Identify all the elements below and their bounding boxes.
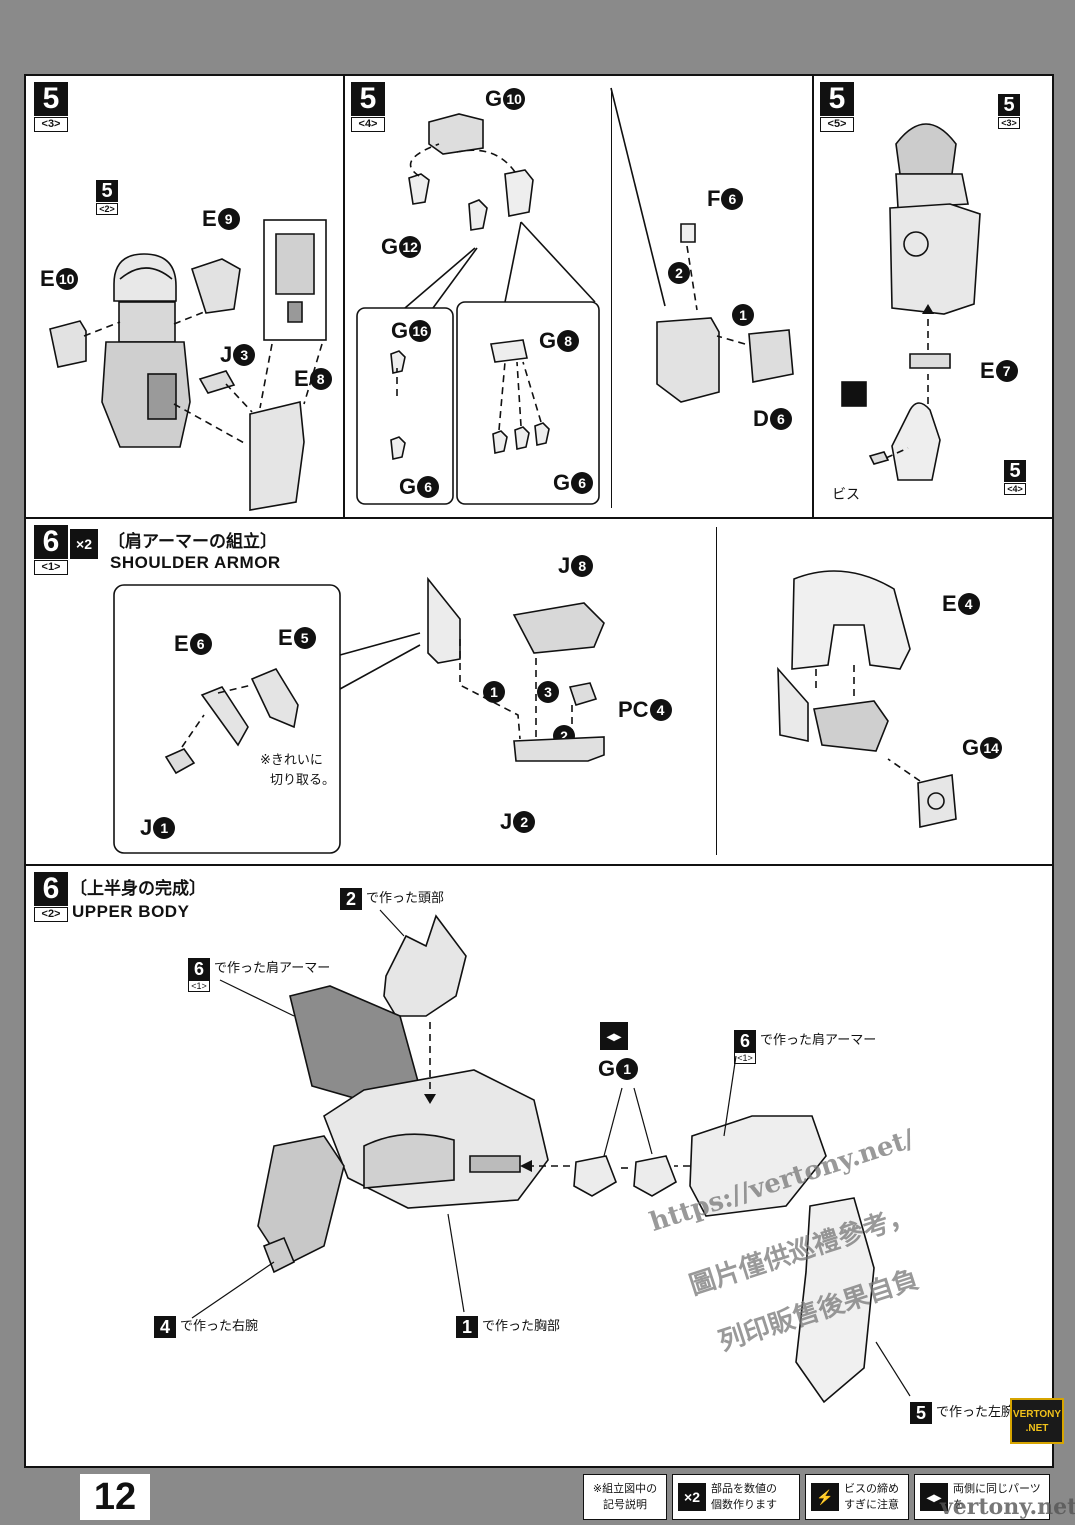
step-badge: 6 <2> — [34, 872, 68, 922]
step-badge: 5 <5> — [820, 82, 854, 132]
ref-step-sub: <2> — [96, 203, 118, 215]
upper-body-drawing — [191, 909, 911, 1404]
ref-shoulder-armor-right: 6<1>で作った肩アーマー — [734, 1030, 876, 1064]
ref-shoulder-armor-left: 6<1>で作った肩アーマー — [188, 958, 330, 992]
step-badge: 6 <1> — [34, 525, 68, 575]
ref-step-badge-bottom: 5 <4> — [1004, 460, 1026, 495]
note-line-2: 切り取る。 — [270, 773, 336, 788]
hand-drawing — [356, 87, 794, 505]
legend-item-multiplier: ×2 部品を数値の個数作ります — [672, 1474, 800, 1520]
step-sub: <3> — [34, 117, 68, 132]
legend-intro: ※組立図中の記号説明 — [583, 1474, 667, 1520]
step-sub: <4> — [351, 117, 385, 132]
multiplier-icon: ×2 — [678, 1483, 706, 1511]
divider-col-6-1 — [716, 527, 717, 855]
section-title-en: SHOULDER ARMOR — [110, 553, 281, 572]
sequence-2: 2 — [667, 260, 690, 286]
torso-drawing — [49, 219, 327, 511]
watermark-corner: vertony.net — [940, 1494, 1075, 1520]
step-sub: <5> — [820, 117, 854, 132]
mirror-icon: ◂▸ — [600, 1022, 628, 1050]
ref-step-number: 5 — [96, 180, 118, 202]
section-title-jp: 〔上半身の完成〕 — [70, 879, 206, 899]
ref-step-sub: <4> — [1004, 483, 1026, 495]
divider-col-inner — [611, 88, 612, 508]
page-border-left — [0, 0, 24, 1525]
step-number: 5 — [34, 82, 68, 116]
sequence-1: 1 — [482, 679, 505, 705]
vertony-badge: VERTONY.NET — [1010, 1398, 1064, 1444]
divider-col-1 — [343, 74, 345, 517]
divider-row-1 — [24, 517, 1054, 519]
legend-item-screw: ⚡ ビスの締めすぎに注意 — [805, 1474, 909, 1520]
step-sub: <2> — [34, 907, 68, 922]
screw-caution-icon: ⚡ — [811, 1483, 839, 1511]
ref-step-number: 5 — [998, 94, 1020, 116]
forearm-drawing — [841, 123, 981, 481]
both-sides-icon: ◂▸ — [920, 1483, 948, 1511]
divider-col-2 — [812, 74, 814, 517]
shoulder-armor-drawing — [113, 570, 957, 854]
legend-item-both-sides: ◂▸ 両側に同じパーツを — [914, 1474, 1050, 1520]
ref-step-badge: 5 <2> — [96, 180, 118, 215]
page-border-right — [1054, 0, 1075, 1525]
ref-step-badge-top: 5 <3> — [998, 94, 1020, 129]
ref-step-sub: <3> — [998, 117, 1020, 129]
page-border-top — [0, 0, 1075, 74]
sequence-1: 1 — [731, 302, 754, 328]
section-title-jp: 〔肩アーマーの組立〕 — [108, 532, 277, 552]
step-number: 5 — [820, 82, 854, 116]
multiplier-icon: ×2 — [70, 529, 98, 559]
sequence-3: 3 — [536, 679, 559, 705]
step-number: 6 — [34, 872, 68, 906]
step-number: 5 — [351, 82, 385, 116]
section-title-en: UPPER BODY — [72, 902, 190, 921]
manual-sheet — [24, 74, 1054, 1468]
step-number: 6 — [34, 525, 68, 559]
note-line-1: ※きれいに — [260, 753, 323, 768]
step-badge: 5 <4> — [351, 82, 385, 132]
page-number: 12 — [80, 1474, 150, 1520]
divider-row-2 — [24, 864, 1054, 866]
screw-label: ビス — [832, 487, 860, 503]
ref-step-number: 5 — [1004, 460, 1026, 482]
step-badge: 5 <3> — [34, 82, 68, 132]
step-sub: <1> — [34, 560, 68, 575]
